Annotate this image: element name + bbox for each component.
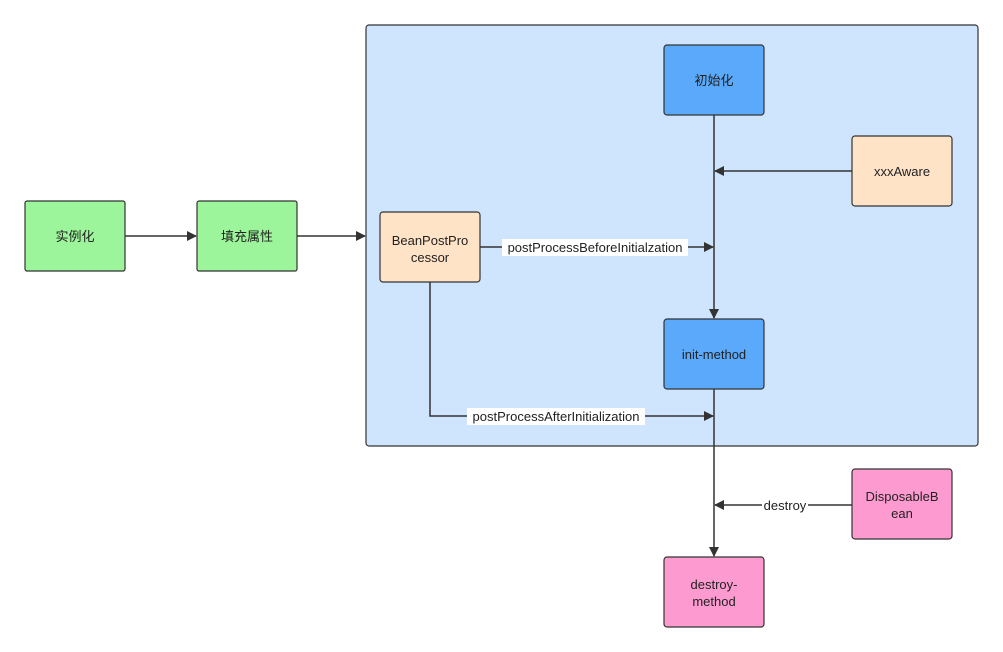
edge-before-init-label-bg xyxy=(502,239,688,256)
node-initialize-label: 初始化 xyxy=(694,73,733,88)
node-disposable-label-line2: ean xyxy=(891,506,913,521)
edge-before-init-label: postProcessBeforeInitialzation xyxy=(508,240,683,255)
node-init-method-label: init-method xyxy=(682,347,746,362)
spring-container xyxy=(365,24,979,447)
node-init-method[interactable]: init-method xyxy=(663,318,765,390)
node-destroy-method[interactable]: destroy- method xyxy=(663,556,765,628)
node-disposable-bean[interactable]: DisposableB ean xyxy=(851,468,953,540)
node-bpp-label-line2: cessor xyxy=(411,250,450,265)
node-disposable-label-line1: DisposableB xyxy=(866,489,939,504)
node-instantiate-label: 实例化 xyxy=(55,229,94,244)
node-populate-label: 填充属性 xyxy=(221,229,273,244)
edge-after-init-label: postProcessAfterInitialization xyxy=(473,409,640,424)
edge-after-init-label-bg xyxy=(467,408,645,425)
edge-destroy-label: destroy xyxy=(764,498,807,513)
node-destroy-method-label-line2: method xyxy=(692,594,735,609)
node-instantiate[interactable]: 实例化 xyxy=(24,200,126,272)
node-initialize[interactable]: 初始化 xyxy=(663,44,765,116)
node-destroy-method-label-line1: destroy- xyxy=(691,577,738,592)
node-populate-properties[interactable]: 填充属性 xyxy=(196,200,298,272)
node-aware[interactable]: xxxAware xyxy=(851,135,953,207)
edge-destroy-label-bg xyxy=(762,497,808,514)
node-bean-post-processor[interactable]: BeanPostPro cessor xyxy=(379,211,481,283)
node-bpp-label-line1: BeanPostPro xyxy=(392,233,469,248)
node-aware-label: xxxAware xyxy=(874,164,930,179)
